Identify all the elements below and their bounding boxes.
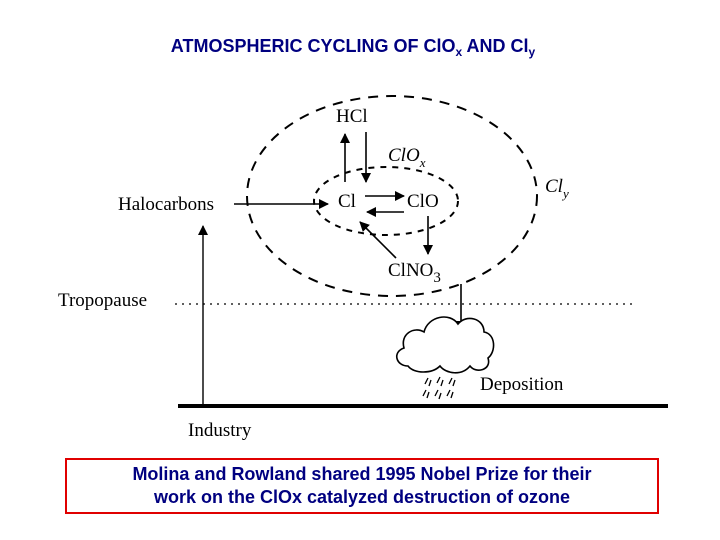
halocarbons-label: Halocarbons [118,194,214,215]
title-sub-x: x [455,45,463,59]
cl-label: Cl [338,191,356,212]
tropopause-label: Tropopause [58,290,147,311]
arrow-clono2-to-cl [359,221,397,259]
cloud-icon [396,316,495,374]
page-title: ATMOSPHERIC CYCLING OF ClOx AND Cly [0,36,706,59]
clox-inner-dashed-ellipse [313,166,459,236]
cly-outer-dashed-ellipse [246,95,538,297]
note-line-1: Molina and Rowland shared 1995 Nobel Pri… [132,464,592,484]
nobel-prize-note-box: Molina and Rowland shared 1995 Nobel Pri… [65,458,659,514]
clono2-label: ClNO3 [388,260,441,286]
deposition-label: Deposition [480,374,564,395]
cly-label: Cly [545,176,569,201]
note-line-2: work on the ClOx catalyzed destruction o… [153,487,571,507]
clox-label: ClOx [388,145,426,170]
rain-icon [422,376,456,400]
hcl-label: HCl [336,106,368,127]
title-main: ATMOSPHERIC CYCLING OF ClO [170,36,456,56]
industry-label: Industry [188,420,252,441]
clo-label: ClO [407,191,439,212]
title-mid: AND Cl [462,36,529,56]
title-sub-y: y [528,45,536,59]
